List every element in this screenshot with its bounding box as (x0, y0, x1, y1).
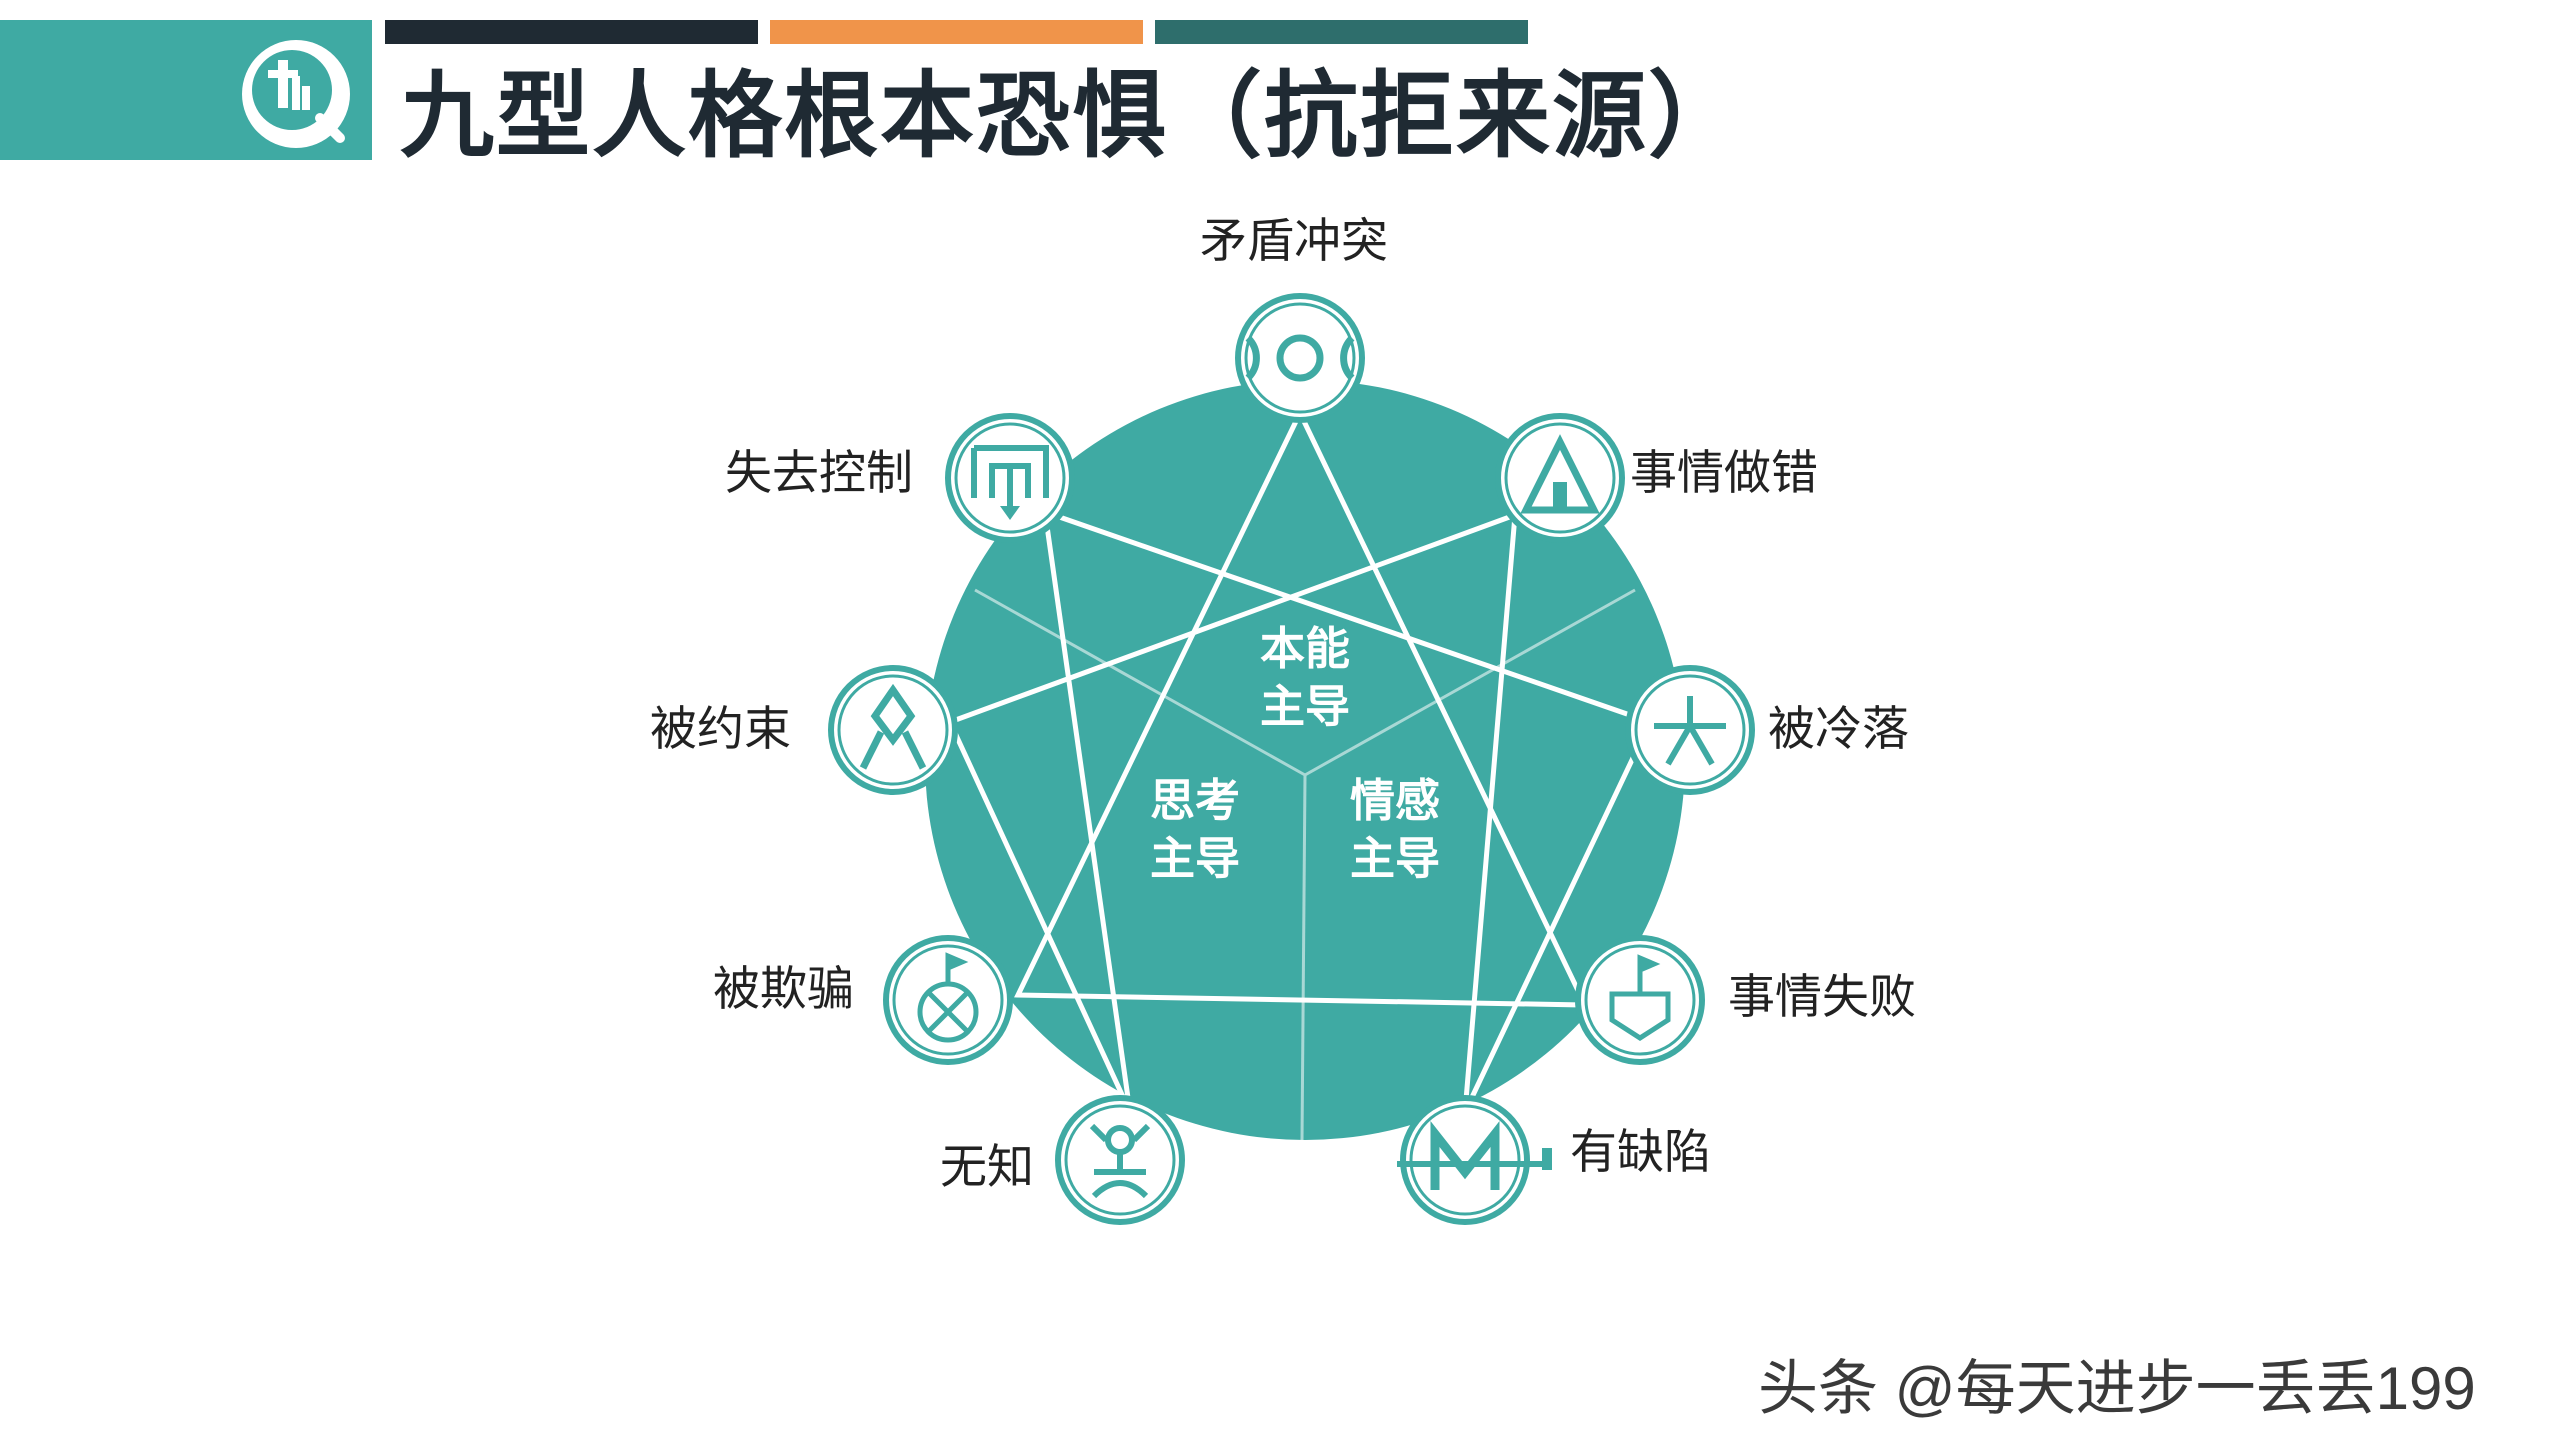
triangle-tent-icon (1520, 434, 1600, 514)
crossed-circle-flag-icon (917, 952, 979, 1043)
node-type-9 (1235, 293, 1365, 423)
flag-pentagon-icon (1609, 954, 1671, 1041)
node-type-4 (1397, 1095, 1552, 1225)
node-label-type-1: 事情做错 (1630, 446, 1818, 501)
node-type-2 (1625, 665, 1755, 795)
enneagram-base-circle (925, 380, 1685, 1140)
page-title: 九型人格根本恐惧（抗拒来源） (400, 62, 1745, 171)
sector-dividers (974, 588, 1636, 1141)
node-label-type-4: 有缺陷 (1570, 1125, 1711, 1180)
node-label-type-8: 失去控制 (725, 446, 913, 501)
region-label-instinct: 本能 主导 (1240, 620, 1370, 736)
node-label-type-7: 被约束 (650, 702, 791, 757)
region-label-instinct-line2: 主导 (1259, 680, 1350, 733)
region-label-thinking-line2: 主导 (1149, 832, 1240, 885)
node-label-type-5: 无知 (940, 1140, 1034, 1195)
node-type-1 (1495, 413, 1625, 543)
region-label-feeling: 情感 主导 (1330, 772, 1460, 888)
region-label-thinking: 思考 主导 (1130, 772, 1260, 888)
header-bar-orange (770, 20, 1143, 44)
node-label-type-3: 事情失败 (1728, 970, 1916, 1025)
knot-figure-icon (859, 683, 927, 770)
header-bar-teal (1155, 20, 1528, 44)
node-type-7 (828, 665, 958, 795)
node-type-5 (1055, 1095, 1185, 1225)
node-label-type-9: 矛盾冲突 (1200, 214, 1388, 269)
node-label-type-6: 被欺骗 (713, 962, 854, 1017)
person-figure-icon (1089, 1123, 1151, 1199)
region-label-feeling-line2: 主导 (1349, 832, 1440, 885)
letter-m-icon (1397, 1121, 1552, 1190)
figure-under-line-icon (1654, 696, 1726, 766)
node-type-8 (945, 413, 1075, 543)
node-label-type-2: 被冷落 (1768, 702, 1909, 757)
inner-triangle (1014, 407, 1590, 1008)
region-label-thinking-line1: 思考 (1149, 774, 1240, 827)
region-label-feeling-line1: 情感 (1349, 774, 1440, 827)
node-type-6 (883, 935, 1013, 1065)
gate-arrow-icon (971, 445, 1049, 520)
magnifier-logo-icon (242, 40, 350, 148)
node-type-3 (1575, 935, 1705, 1065)
watermark: 头条 @每天进步一丢丢199 (1758, 1355, 2476, 1422)
header-bar-dark (385, 20, 758, 44)
region-label-instinct-line1: 本能 (1259, 622, 1350, 675)
two-crescents-circle-icon (1245, 334, 1355, 382)
